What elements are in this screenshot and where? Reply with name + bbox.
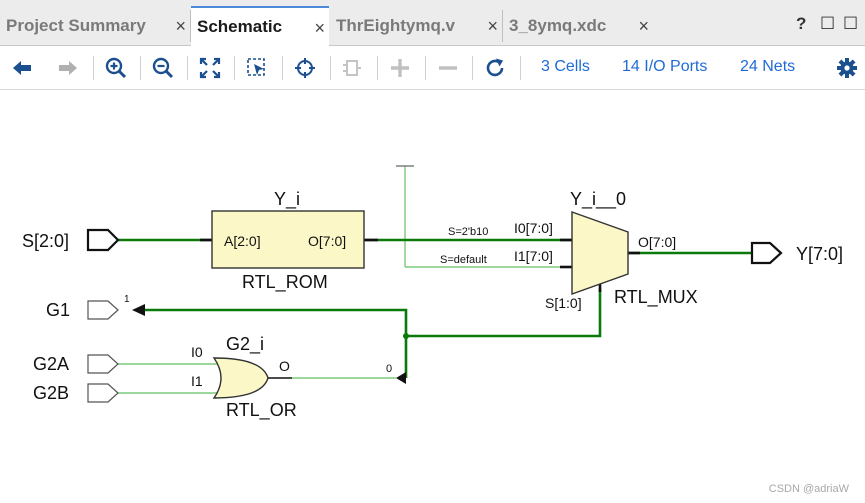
port-g2b-shape[interactable] xyxy=(87,383,119,403)
toolbar-divider xyxy=(330,56,331,80)
net-g1[interactable] xyxy=(144,308,408,336)
close-icon[interactable]: × xyxy=(638,16,649,36)
or-bit-label: 0 xyxy=(386,363,392,375)
port-g2a-label: G2A xyxy=(33,354,69,374)
mux-pin-s: S[1:0] xyxy=(545,295,582,311)
tab-threightymq-v[interactable]: ThrEightymq.v × xyxy=(330,6,502,46)
target-icon[interactable] xyxy=(291,54,319,82)
toolbar-divider xyxy=(425,56,426,80)
or-instance-label: G2_i xyxy=(226,334,264,355)
mux-pin-i0: I0[7:0] xyxy=(514,220,553,236)
close-icon[interactable]: × xyxy=(487,16,498,36)
mux-pin-out: O[7:0] xyxy=(638,234,676,250)
restore-icon[interactable]: ☐ xyxy=(820,14,836,33)
net-mux-sel[interactable] xyxy=(404,288,602,378)
g1-bit-label: 1 xyxy=(124,294,130,305)
toolbar-divider xyxy=(187,56,188,80)
toolbar-divider xyxy=(472,56,473,80)
mux-cond-i0: S=2'b10 xyxy=(448,226,488,238)
mux-block[interactable] xyxy=(571,211,629,295)
port-y-label: Y[7:0] xyxy=(796,244,843,264)
tab-divider xyxy=(502,10,503,42)
toolbar: 3 Cells 14 I/O Ports 24 Nets xyxy=(0,46,865,90)
schematic-canvas[interactable]: S[2:0] G1 G2A G2B Y[7:0] Y_i RTL_ROM A[2… xyxy=(0,91,865,503)
zoom-in-icon[interactable] xyxy=(102,54,130,82)
thin-nets xyxy=(118,166,572,394)
rom-instance-label: Y_i xyxy=(274,189,300,210)
nets-link[interactable]: 24 Nets xyxy=(740,58,796,75)
toolbar-divider xyxy=(234,56,235,80)
or-gate-block[interactable] xyxy=(212,357,269,399)
zoom-fit-icon[interactable] xyxy=(196,54,224,82)
toolbar-divider xyxy=(520,56,521,80)
close-icon[interactable]: × xyxy=(175,16,186,36)
rom-block[interactable] xyxy=(211,210,365,269)
io-ports-link[interactable]: 14 I/O Ports xyxy=(622,58,708,75)
forward-icon[interactable] xyxy=(54,54,82,82)
refresh-icon[interactable] xyxy=(481,54,509,82)
port-s-label: S[2:0] xyxy=(22,231,69,251)
close-icon[interactable]: × xyxy=(314,18,325,38)
tab-label: Project Summary xyxy=(6,16,146,35)
toolbar-divider xyxy=(93,56,94,80)
junction-dot xyxy=(403,333,409,339)
pin-stubs xyxy=(200,238,640,292)
tab-schematic[interactable]: Schematic × xyxy=(191,6,329,46)
port-g1-shape[interactable] xyxy=(87,300,119,320)
cells-link[interactable]: 3 Cells xyxy=(541,58,590,75)
minus-icon[interactable] xyxy=(434,54,462,82)
rom-pin-in: A[2:0] xyxy=(224,233,261,249)
port-g2a-shape[interactable] xyxy=(87,354,119,374)
or-pin-out: O xyxy=(279,358,290,374)
port-g2b-label: G2B xyxy=(33,383,69,403)
mux-instance-label: Y_i__0 xyxy=(570,189,626,210)
toolbar-divider xyxy=(140,56,141,80)
bus-nets xyxy=(118,238,752,378)
tab-label: ThrEightymq.v xyxy=(336,16,456,35)
tab-3-8ymq-xdc[interactable]: 3_8ymq.xdc × xyxy=(503,6,653,46)
schematic-drawing: S[2:0] G1 G2A G2B Y[7:0] Y_i RTL_ROM A[2… xyxy=(22,165,843,421)
mux-cond-i1: S=default xyxy=(440,254,487,266)
help-icon[interactable]: ? xyxy=(796,14,807,33)
toolbar-divider xyxy=(377,56,378,80)
tab-bar: Project Summary × Schematic × ThrEightym… xyxy=(0,0,865,46)
tab-label: 3_8ymq.xdc xyxy=(509,16,607,35)
back-icon[interactable] xyxy=(8,54,36,82)
rom-pin-out: O[7:0] xyxy=(308,233,346,249)
port-y-shape[interactable] xyxy=(750,241,783,265)
or-type-label: RTL_OR xyxy=(226,400,297,421)
zoom-out-icon[interactable] xyxy=(149,54,177,82)
tab-label: Schematic xyxy=(197,17,283,36)
maximize-icon[interactable]: ☐ xyxy=(843,14,859,33)
port-g1-label: G1 xyxy=(46,300,70,320)
or-pin-i0: I0 xyxy=(191,344,203,360)
tab-project-summary[interactable]: Project Summary × xyxy=(0,6,190,46)
arrow-g1 xyxy=(132,304,145,316)
mux-type-label: RTL_MUX xyxy=(614,287,698,308)
tab-divider xyxy=(190,10,191,42)
mux-pin-i1: I1[7:0] xyxy=(514,248,553,264)
arrow-or xyxy=(396,372,406,384)
toolbar-divider xyxy=(282,56,283,80)
plus-icon[interactable] xyxy=(386,54,414,82)
select-area-icon[interactable] xyxy=(243,54,271,82)
rom-type-label: RTL_ROM xyxy=(242,272,328,293)
gear-icon[interactable] xyxy=(833,54,861,82)
port-s-shape[interactable] xyxy=(86,228,120,252)
cell-icon[interactable] xyxy=(338,54,366,82)
or-pin-i1: I1 xyxy=(191,373,203,389)
watermark: CSDN @adriaW xyxy=(768,483,849,495)
